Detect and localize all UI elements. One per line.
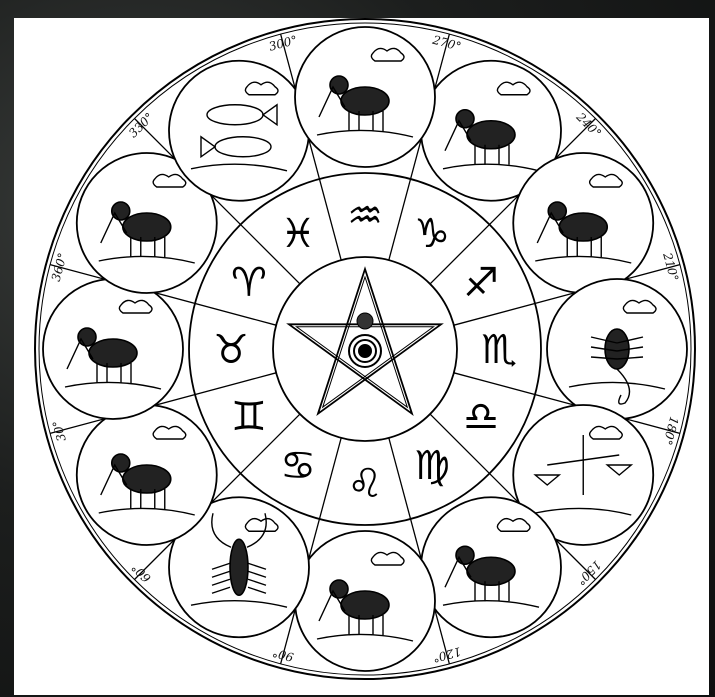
degree-label: 90°: [271, 645, 295, 664]
virgo-glyph: ♍: [414, 443, 450, 489]
bull-icon: [43, 279, 183, 419]
gemini-glyph: ♊: [231, 394, 267, 440]
degree-label: 360°: [49, 251, 70, 283]
pentagram-icon: [289, 269, 441, 414]
fish-icon: [169, 61, 309, 201]
centaur-archer-icon: [513, 153, 653, 293]
scorpio-glyph: ♏: [481, 327, 517, 373]
scorpion-icon: [547, 279, 687, 419]
capricorn-glyph: ♑: [414, 211, 450, 257]
taurus-glyph: ♉: [213, 327, 249, 373]
degree-label: 210°: [660, 250, 681, 283]
maiden-icon: [421, 497, 561, 637]
twins-icon: [77, 405, 217, 545]
aquarius-glyph: ♒: [347, 193, 383, 239]
leo-glyph: ♌: [347, 461, 383, 507]
degree-label: 300°: [267, 33, 299, 54]
degree-label: 120°: [431, 644, 463, 665]
water-bearer-icon: [295, 27, 435, 167]
cancer-glyph: ♋: [280, 443, 316, 489]
aries-glyph: ♈: [231, 260, 267, 306]
degree-label: 270°: [430, 33, 463, 54]
degree-label: 30°: [50, 419, 69, 443]
libra-glyph: ♎: [463, 394, 499, 440]
lion-icon: [295, 531, 435, 671]
pisces-glyph: ♓: [280, 211, 316, 257]
sagittarius-glyph: ♐: [463, 260, 499, 306]
degree-label: 180°: [660, 415, 681, 447]
